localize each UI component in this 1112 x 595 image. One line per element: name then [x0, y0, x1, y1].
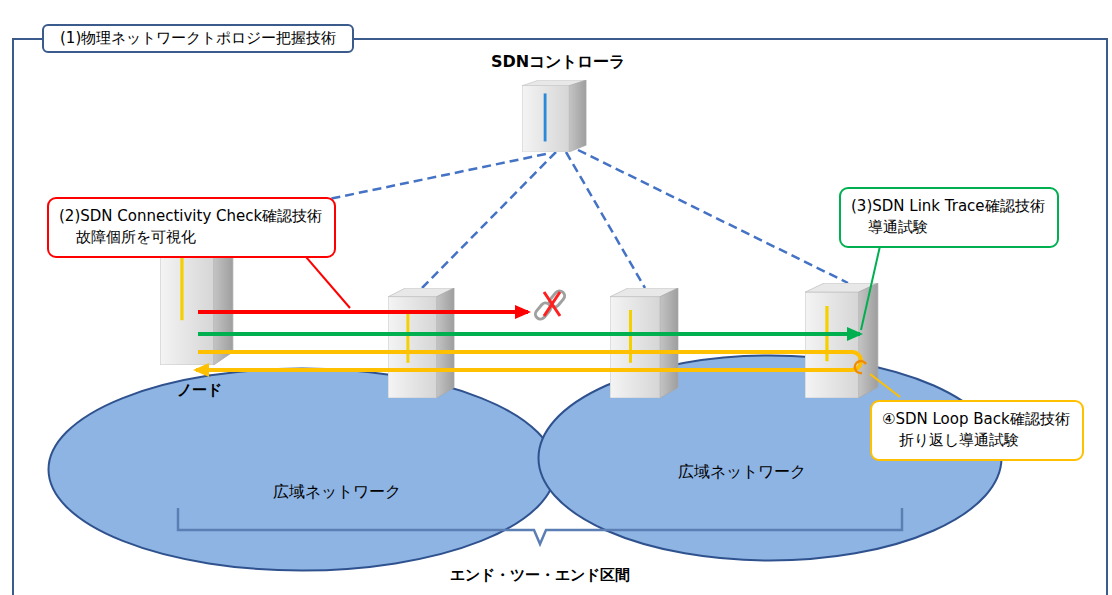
callout-title: ④SDN Loop Back確認技術: [882, 409, 1070, 430]
ellipse-outline: [47, 367, 557, 572]
callout-body: 導通試験: [851, 217, 1045, 238]
controller-server: [522, 80, 586, 152]
callout-box: (2)SDN Connectivity Check確認技術故障個所を可視化: [47, 197, 336, 258]
node-label: ノード: [152, 381, 247, 400]
callout-body: 折り返し導通試験: [882, 430, 1070, 451]
node-server: [610, 288, 678, 398]
node-label: SDNコントローラ: [482, 52, 634, 73]
loop-curl: [855, 361, 866, 373]
callout-box: (3)SDN Link Trace確認技術導通試験: [839, 187, 1059, 248]
span-label: エンド・ツー・エンド区間: [450, 566, 630, 585]
node-label: 広域ネットワーク: [273, 482, 401, 503]
callout-title: (3)SDN Link Trace確認技術: [851, 196, 1045, 217]
controller-node: SDNコントローラ: [482, 52, 634, 154]
node-label: 広域ネットワーク: [678, 462, 806, 483]
control-lines: [422, 150, 848, 288]
network-ellipse: 広域ネットワーク: [47, 367, 557, 572]
callout-title: (2)SDN Connectivity Check確認技術: [59, 206, 322, 227]
leader-line: [861, 246, 880, 330]
connectivity-arrow: [198, 310, 528, 314]
node-server: [388, 288, 454, 398]
callout-box: ④SDN Loop Back確認技術折り返し導通試験: [870, 400, 1084, 461]
link-trace-arrow: [198, 332, 860, 336]
callout-body: 故障個所を可視化: [59, 227, 322, 248]
node-label: (1)物理ネットワークトポロジー把握技術: [42, 24, 354, 53]
broken-link-icon: [533, 289, 566, 321]
section-frame: SDNコントローラ広域ネットワーク広域ネットワークノード(2)SDN Conne…: [12, 38, 1108, 595]
leader-line: [300, 250, 350, 308]
